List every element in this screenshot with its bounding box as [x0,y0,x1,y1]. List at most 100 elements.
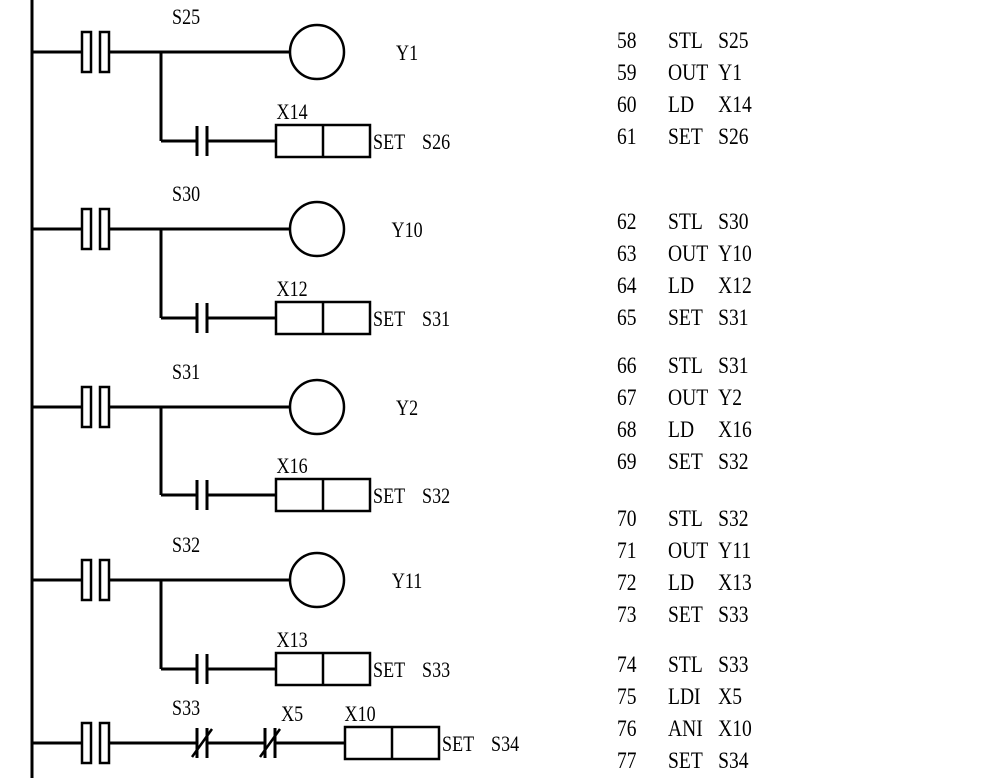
listing-op: OUT [668,385,709,410]
contact-label: X14 [277,100,308,124]
stl-contact-bar [98,207,111,251]
set-target: S32 [422,484,450,508]
listing-arg: S25 [718,28,749,53]
listing-step: 74 [617,652,637,677]
listing-step: 66 [617,353,637,378]
listing-step: 71 [617,538,637,563]
nc-slash [190,728,214,758]
contact-label: X12 [277,277,308,301]
contact-label: X5 [281,702,303,726]
listing-step: 61 [617,124,637,149]
listing-op: OUT [668,241,709,266]
coil-label: Y2 [396,396,418,420]
stl-contact-label: S31 [172,360,200,384]
stl-contact-label: S25 [172,5,200,29]
listing-op: SET [668,449,703,474]
listing-step: 58 [617,28,637,53]
listing-arg: S31 [718,353,749,378]
listing-step: 63 [617,241,637,266]
listing-arg: Y1 [718,60,743,85]
stl-contact-bar [80,207,93,251]
listing-step: 67 [617,385,637,410]
listing-arg: S30 [718,209,749,234]
stl-contact-bar [98,558,111,602]
stl-contact-bar [80,721,93,765]
listing-arg: Y11 [718,538,752,563]
listing-arg: X14 [718,92,752,117]
listing-op: SET [668,305,703,330]
stl-contact-bar [80,558,93,602]
listing-op: SET [668,748,703,773]
listing-op: OUT [668,60,709,85]
listing-op: SET [668,602,703,627]
listing-op: STL [668,652,703,677]
listing-op: LD [668,570,695,595]
listing-arg: S32 [718,449,749,474]
listing-arg: X16 [718,417,752,442]
listing-step: 75 [617,684,637,709]
listing-arg: X10 [718,716,752,741]
stl-contact-bar [80,385,93,429]
contact-label: X13 [277,628,308,652]
listing-step: 69 [617,449,637,474]
listing-op: LDI [668,684,701,709]
stl-contact-label: S30 [172,182,200,206]
output-coil [288,378,346,436]
listing-step: 59 [617,60,637,85]
listing-op: LD [668,92,695,117]
set-target: S26 [422,130,450,154]
coil-label: Y10 [392,218,423,242]
listing-op: LD [668,417,695,442]
listing-step: 70 [617,506,637,531]
output-coil [288,200,346,258]
listing-step: 72 [617,570,637,595]
listing-step: 65 [617,305,637,330]
listing-arg: S33 [718,602,749,627]
listing-arg: S32 [718,506,749,531]
set-target: S33 [422,658,450,682]
contact-label: X16 [277,454,308,478]
set-label: SET [442,732,474,756]
stl-contact-bar [98,30,111,74]
listing-step: 62 [617,209,637,234]
listing-op: STL [668,28,703,53]
listing-arg: X13 [718,570,752,595]
listing-op: STL [668,353,703,378]
listing-arg: Y2 [718,385,743,410]
stl-contact-bar [98,721,111,765]
coil-label: Y11 [392,569,422,593]
listing-arg: S33 [718,652,749,677]
set-label: SET [373,658,405,682]
listing-step: 64 [617,273,637,298]
listing-arg: S34 [718,748,749,773]
listing-op: ANI [668,716,703,741]
listing-arg: S26 [718,124,749,149]
listing-arg: X5 [718,684,743,709]
nc-slash [258,728,282,758]
set-label: SET [373,130,405,154]
stl-contact-label: S33 [172,696,200,720]
stl-contact-bar [80,30,93,74]
set-label: SET [373,484,405,508]
listing-op: SET [668,124,703,149]
listing-arg: Y10 [718,241,752,266]
output-coil [288,551,346,609]
listing-step: 60 [617,92,637,117]
listing-op: OUT [668,538,709,563]
listing-op: STL [668,209,703,234]
listing-arg: X12 [718,273,752,298]
listing-op: LD [668,273,695,298]
listing-step: 77 [617,748,637,773]
output-coil [288,23,346,81]
contact-label: X10 [345,702,376,726]
set-target: S31 [422,307,450,331]
listing-step: 68 [617,417,637,442]
coil-label: Y1 [396,41,418,65]
set-target: S34 [491,732,519,756]
